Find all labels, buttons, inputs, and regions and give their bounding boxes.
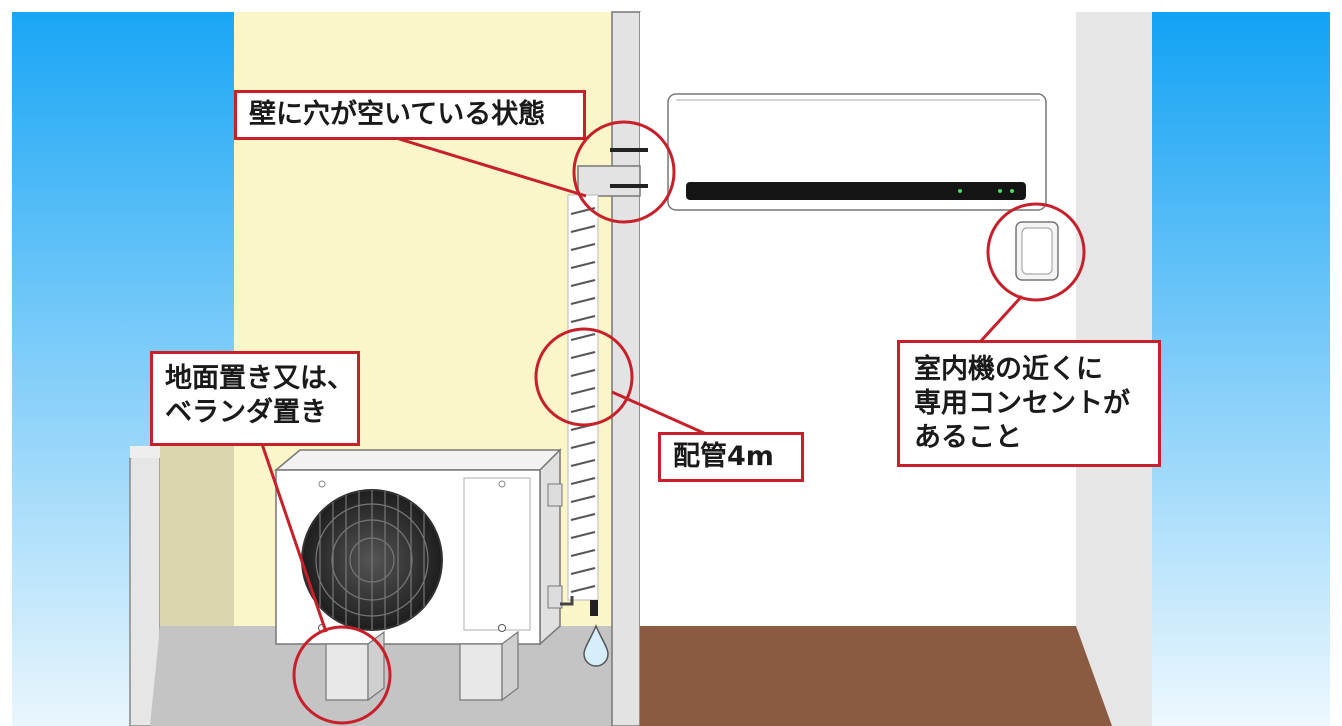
leader-hole: [395, 136, 587, 198]
pipe-hatch-line: [570, 531, 596, 539]
pipe-hatch-line: [570, 369, 596, 377]
callout-wall-hole: 壁に穴が空いている状態: [234, 90, 586, 140]
pipe-hatch-line: [570, 459, 596, 467]
indoor-unit-icon: [667, 93, 1047, 211]
pipe-hatch-line: [570, 279, 596, 287]
pipe-hatch-line: [570, 567, 596, 575]
leader-piping: [611, 390, 707, 436]
callout-text-line-2: ベランダ置き: [165, 397, 327, 428]
pipe-hatch-line: [570, 315, 596, 323]
pipe-hatch-line: [570, 387, 596, 395]
pipe-hatch-line: [570, 513, 596, 521]
pipe-hatch-line: [570, 261, 596, 269]
pipe-hatch-line: [570, 441, 596, 449]
pipe-hatch-line: [570, 297, 596, 305]
callout-dedicated-outlet: 室内機の近くに 専用コンセントが あること: [897, 340, 1161, 467]
pipe-hatch-line: [570, 351, 596, 359]
callout-text-line-2: 専用コンセントが: [914, 388, 1130, 419]
pipe-hatch-line: [570, 333, 596, 341]
indoor-floor: [640, 626, 1112, 726]
highlight-piping: [534, 327, 634, 427]
callout-piping-length: 配管4m: [658, 432, 804, 482]
pipe-hatch-line: [570, 243, 596, 251]
highlight-wall-hole: [572, 120, 676, 224]
callout-text-line-1: 室内機の近くに: [914, 354, 1103, 385]
sky-right: [1152, 12, 1330, 726]
callout-text: 配管4m: [673, 441, 774, 472]
callout-ground-placement: 地面置き又は、 ベランダ置き: [150, 351, 360, 446]
drain-outlet: [590, 600, 598, 616]
leader-outlet: [978, 294, 1024, 344]
wall-hole: [577, 165, 641, 197]
callout-text: 壁に穴が空いている状態: [249, 99, 546, 130]
pipe-hatch-line: [570, 549, 596, 557]
callout-text-line-1: 地面置き又は、: [165, 363, 354, 394]
highlight-stand: [292, 625, 392, 725]
callout-text-line-3: あること: [914, 422, 1022, 453]
pipe-hatch-line: [570, 225, 596, 233]
pipe-hatch-line: [570, 585, 596, 593]
drain-drop-icon: [583, 624, 609, 667]
leader-ground: [260, 443, 328, 633]
pipe-hatch-line: [570, 477, 596, 485]
pipe-hatch-line: [570, 495, 596, 503]
power-outlet-icon: [1015, 221, 1059, 281]
center-wall: [611, 11, 641, 726]
piping: [567, 194, 599, 601]
pipe-hatch-line: [570, 405, 596, 413]
highlight-outlet: [986, 202, 1086, 302]
